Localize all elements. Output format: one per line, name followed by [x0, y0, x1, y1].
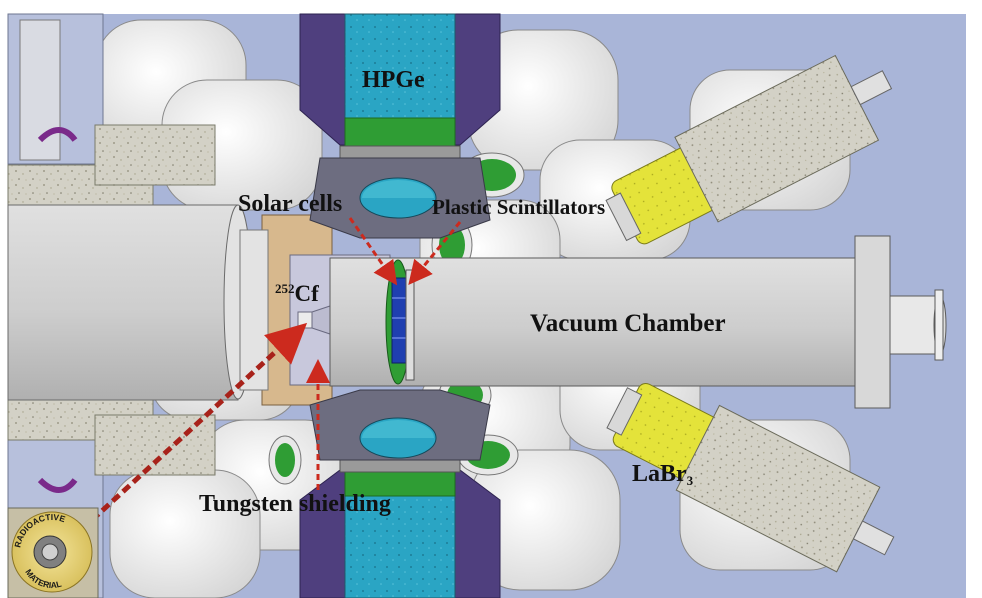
arrow-plastic-scintillators — [408, 221, 462, 285]
label-cf252-mass: 252 — [275, 281, 295, 296]
top-annular-housing — [309, 157, 491, 239]
label-vacuum-chamber: Vacuum Chamber — [530, 310, 726, 337]
label-labr3-main: LaBr — [632, 461, 687, 487]
hpge-detector-top — [299, 13, 501, 159]
label-hpge: HPGe — [362, 67, 425, 93]
label-solar-cells: Solar cells — [238, 191, 343, 217]
hpge-detector-bottom — [299, 459, 501, 598]
arrow-source-seal — [90, 322, 308, 522]
bottom-annular-housing — [309, 389, 491, 461]
label-tungsten-shielding: Tungsten shielding — [199, 491, 391, 517]
radioactive-seal-photo: RADIOACTIVE MATERIAL — [7, 507, 99, 598]
label-labr3-sub: 3 — [686, 473, 694, 488]
beam-line-left — [7, 204, 253, 401]
annotation-arrows — [90, 217, 462, 522]
arrow-solar-cells — [348, 217, 398, 286]
solar-cells-assembly — [385, 259, 415, 385]
vacuum-chamber — [329, 235, 947, 409]
label-cf252-element: Cf — [294, 281, 319, 306]
label-plastic-scintillators: Plastic Scintillators — [432, 195, 606, 219]
label-labr3: LaBr3 — [632, 462, 693, 487]
labr3-detector-lower — [606, 382, 895, 573]
label-cf252: 252Cf — [275, 282, 319, 305]
labr3-detector-upper — [605, 54, 893, 245]
